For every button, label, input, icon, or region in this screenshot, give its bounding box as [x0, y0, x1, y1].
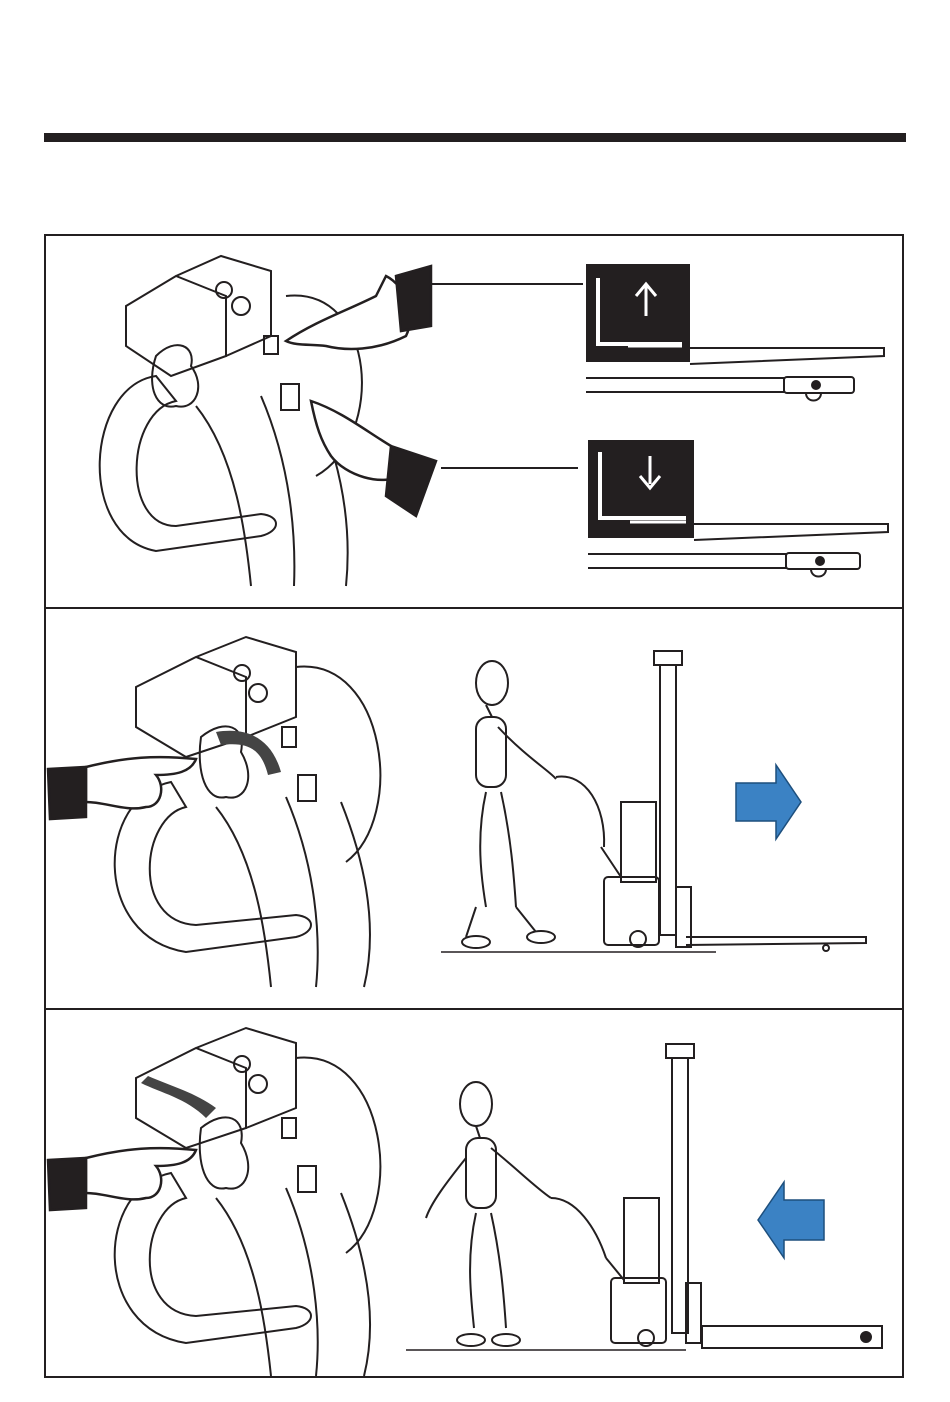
panel-lift-lower [46, 236, 902, 609]
header-rule [44, 133, 906, 142]
rotate-arrow-icon [141, 1076, 216, 1118]
arrow-left-icon [758, 1182, 824, 1258]
rotate-arrow-icon [216, 731, 281, 775]
lower-down-arrow-icon [588, 440, 694, 538]
tiller-arm [196, 406, 251, 586]
panel-drive-reverse [46, 1008, 902, 1376]
tiller-arm [216, 1198, 271, 1376]
hand-pointing-icon [311, 401, 436, 516]
lift-up-arrow-icon [586, 264, 690, 362]
butterfly-knob [200, 1117, 248, 1188]
hand-pointing-icon [286, 266, 431, 349]
tiller-arm [216, 807, 271, 987]
tiller-head [126, 276, 226, 376]
butterfly-knob [152, 345, 198, 407]
stacker-icon [551, 1044, 882, 1348]
stacker-icon [556, 651, 866, 951]
tiller-handle [100, 376, 276, 551]
arrow-right-icon [736, 765, 801, 839]
instruction-frame [44, 234, 904, 1378]
drive-reverse-illustration [46, 1008, 902, 1376]
lower-switch [281, 384, 299, 410]
lift-lower-illustration [46, 236, 902, 607]
operator-figure-icon [426, 1082, 551, 1346]
operator-figure-icon [462, 661, 556, 948]
drive-forward-illustration [46, 607, 902, 1008]
panel-drive-forward [46, 607, 902, 1010]
